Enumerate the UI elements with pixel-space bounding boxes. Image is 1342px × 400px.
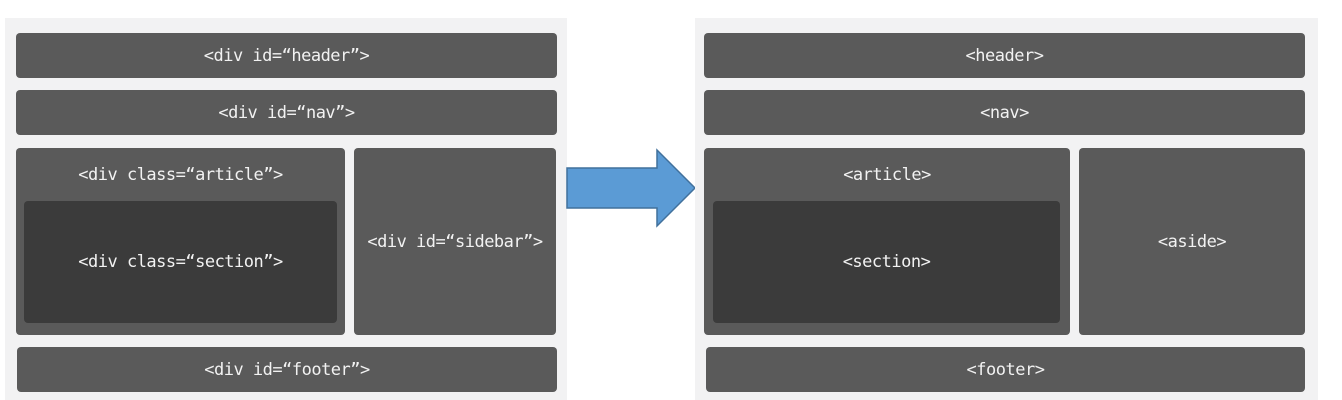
- div-section-box: <div class=“section”>: [24, 201, 337, 323]
- div-header-box: <div id=“header”>: [16, 33, 557, 78]
- div-footer-label: <div id=“footer”>: [204, 359, 370, 380]
- article-box: <article> <section>: [704, 148, 1070, 335]
- div-sidebar-box: <div id=“sidebar”>: [354, 148, 556, 335]
- article-label: <article>: [843, 165, 931, 185]
- footer-label: <footer>: [966, 359, 1045, 380]
- header-box: <header>: [704, 33, 1305, 78]
- nav-label: <nav>: [980, 102, 1029, 123]
- section-box: <section>: [713, 201, 1060, 323]
- aside-label: <aside>: [1157, 231, 1227, 252]
- arrow-shape: [566, 148, 697, 228]
- section-label: <section>: [842, 252, 931, 272]
- div-article-box: <div class=“article”> <div class=“sectio…: [16, 148, 345, 335]
- nav-box: <nav>: [704, 90, 1305, 135]
- div-header-label: <div id=“header”>: [203, 45, 370, 66]
- div-nav-label: <div id=“nav”>: [218, 102, 355, 123]
- div-article-label: <div class=“article”>: [78, 165, 283, 185]
- div-nav-box: <div id=“nav”>: [16, 90, 557, 135]
- div-section-label: <div class=“section”>: [78, 252, 283, 272]
- semantic-layout-panel: <header> <nav> <article> <section> <asid…: [695, 18, 1318, 400]
- div-footer-box: <div id=“footer”>: [17, 347, 557, 392]
- right-arrow-icon: [566, 148, 697, 228]
- div-sidebar-label: <div id=“sidebar”>: [367, 231, 543, 252]
- footer-box: <footer>: [706, 347, 1305, 392]
- div-layout-panel: <div id=“header”> <div id=“nav”> <div cl…: [5, 18, 567, 400]
- header-label: <header>: [965, 45, 1044, 66]
- aside-box: <aside>: [1079, 148, 1305, 335]
